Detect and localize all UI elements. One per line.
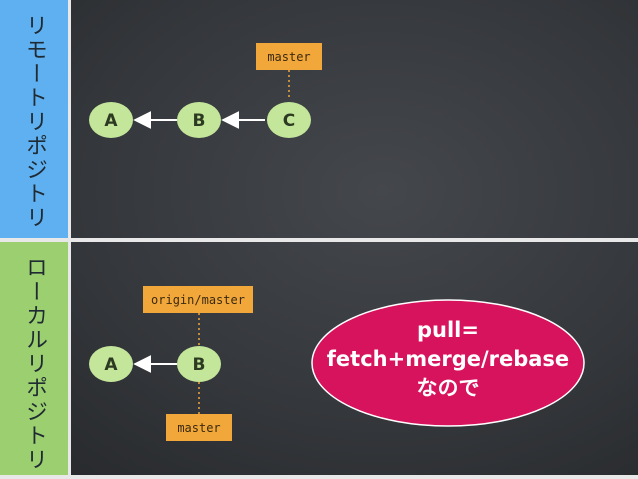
local-commit-b: B bbox=[177, 346, 221, 382]
callout-line-2: fetch+merge/rebase bbox=[327, 347, 569, 371]
local-master-tag-label: master bbox=[177, 421, 220, 435]
remote-commit-c-label: C bbox=[283, 111, 295, 131]
local-side-bar: ローカルリポジトリ bbox=[0, 242, 68, 475]
remote-commit-a-label: A bbox=[104, 111, 118, 131]
remote-commit-a: A bbox=[89, 102, 133, 138]
local-commit-b-label: B bbox=[193, 355, 206, 375]
bottom-divider bbox=[0, 475, 638, 479]
local-commit-a: A bbox=[89, 346, 133, 382]
local-commit-a-label: A bbox=[104, 355, 118, 375]
local-side-label: ローカルリポジトリ bbox=[22, 256, 47, 472]
remote-master-tag-label: master bbox=[267, 50, 310, 64]
pull-callout: pull= fetch+merge/rebase なので bbox=[311, 299, 585, 427]
callout-line-3: なので bbox=[417, 376, 480, 400]
remote-commit-b-label: B bbox=[193, 111, 206, 131]
section-divider bbox=[0, 238, 638, 242]
local-side-edge bbox=[68, 242, 71, 475]
local-origin-master-tag: origin/master bbox=[143, 286, 253, 313]
remote-master-tag: master bbox=[256, 43, 322, 70]
callout-line-1: pull= bbox=[417, 318, 479, 342]
remote-commit-b: B bbox=[177, 102, 221, 138]
local-origin-master-tag-label: origin/master bbox=[151, 293, 245, 307]
remote-commit-c: C bbox=[267, 102, 311, 138]
remote-side-label: リモートリポジトリ bbox=[22, 14, 47, 230]
remote-side-bar: リモートリポジトリ bbox=[0, 0, 68, 238]
remote-side-edge bbox=[68, 0, 71, 238]
local-master-tag: master bbox=[166, 414, 232, 441]
